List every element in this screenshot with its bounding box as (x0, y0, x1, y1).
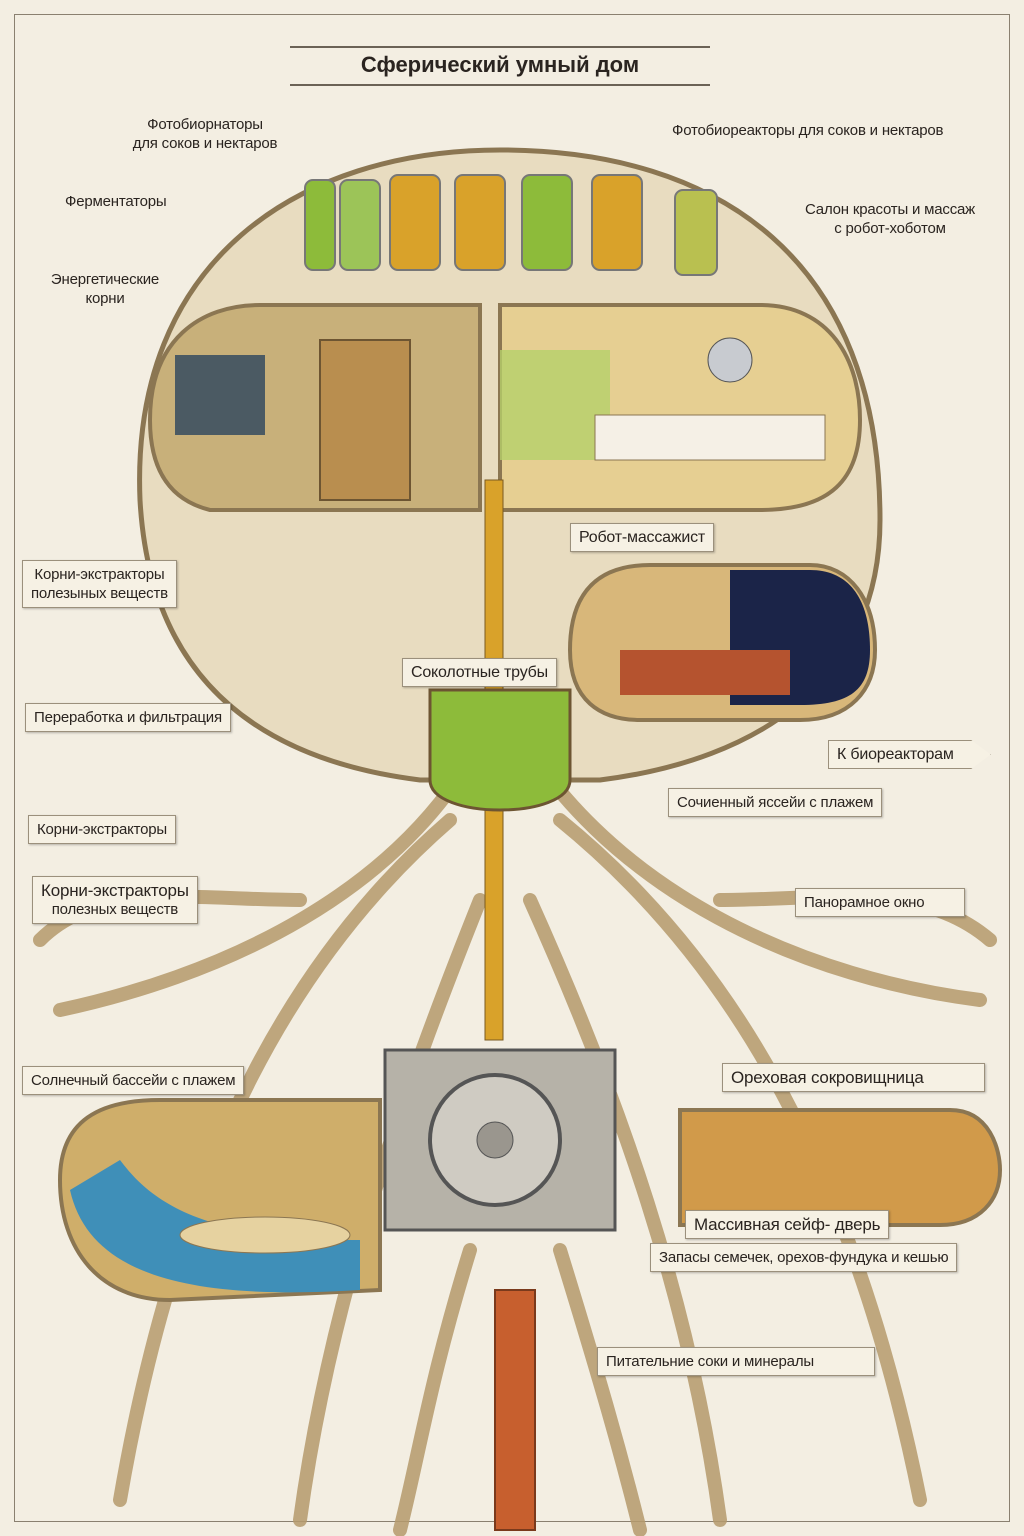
label-photobioreactors-left: Фотобиорнаторы для соков и нектаров (110, 115, 300, 153)
label-line: Корни-экстракторы (34, 566, 165, 583)
label-panoramic-window: Панорамное окно (795, 888, 966, 917)
label-energy-roots: Энергетические корни (40, 270, 170, 308)
label-line: Энергетические (50, 271, 160, 288)
label-line: Салон красоты и массаж (805, 201, 975, 218)
energy-room (147, 303, 482, 512)
label-line: Корни-экстракторы (41, 881, 189, 900)
label-processing: Переработка и фильтрация (25, 703, 231, 732)
juice-tanks (304, 174, 718, 276)
nutrient-pipe (494, 1289, 536, 1531)
vault (383, 1048, 617, 1232)
label-line: с робот-хоботом (834, 220, 946, 237)
pool-room (57, 1098, 382, 1303)
label-extractor-roots-2: Корни-экстракторы (28, 815, 177, 844)
label-beauty-salon: Салон красоты и массаж с робот-хоботом (795, 200, 985, 238)
label-nutrients: Питательние соки и минералы (597, 1347, 875, 1376)
label-line: полезыных веществ (31, 585, 168, 602)
label-nut-treasury: Ореховая сокровищница (722, 1063, 985, 1092)
label-line: корни (85, 290, 125, 307)
label-juice-pipes: Соколотные трубы (402, 658, 557, 687)
central-pipe (428, 479, 572, 1041)
label-line: для соков и нектаров (132, 135, 278, 152)
page-title: Сферический умный дом (290, 46, 710, 86)
label-to-bioreactors: К биореакторам (828, 740, 991, 769)
label-fermenters: Ферментаторы (65, 193, 167, 210)
label-nut-stocks: Запасы семечек, орехов-фундука и кешью (650, 1243, 958, 1272)
nut-storage (678, 1108, 1003, 1227)
label-juicy-pool: Сочиенный яссейи с плажем (668, 788, 883, 817)
label-extractor-roots-1: Корни-экстракторы полезыных веществ (22, 560, 177, 608)
label-safe-door: Массивная сейф- дверь (685, 1210, 890, 1239)
label-sun-pool: Солнечный бассейи с плажем (22, 1066, 245, 1095)
bedroom (567, 563, 878, 722)
label-robot-masseur: Робот-массажист (570, 523, 715, 552)
label-line: полезных веществ (51, 901, 179, 918)
beauty-salon-room (498, 303, 863, 512)
label-line: Фотобиорнаторы (147, 116, 263, 133)
label-photobioreactors-right: Фотобиореакторы для соков и нектаров (672, 122, 944, 139)
label-extractor-roots-3: Корни-экстракторы полезных веществ (32, 876, 198, 924)
